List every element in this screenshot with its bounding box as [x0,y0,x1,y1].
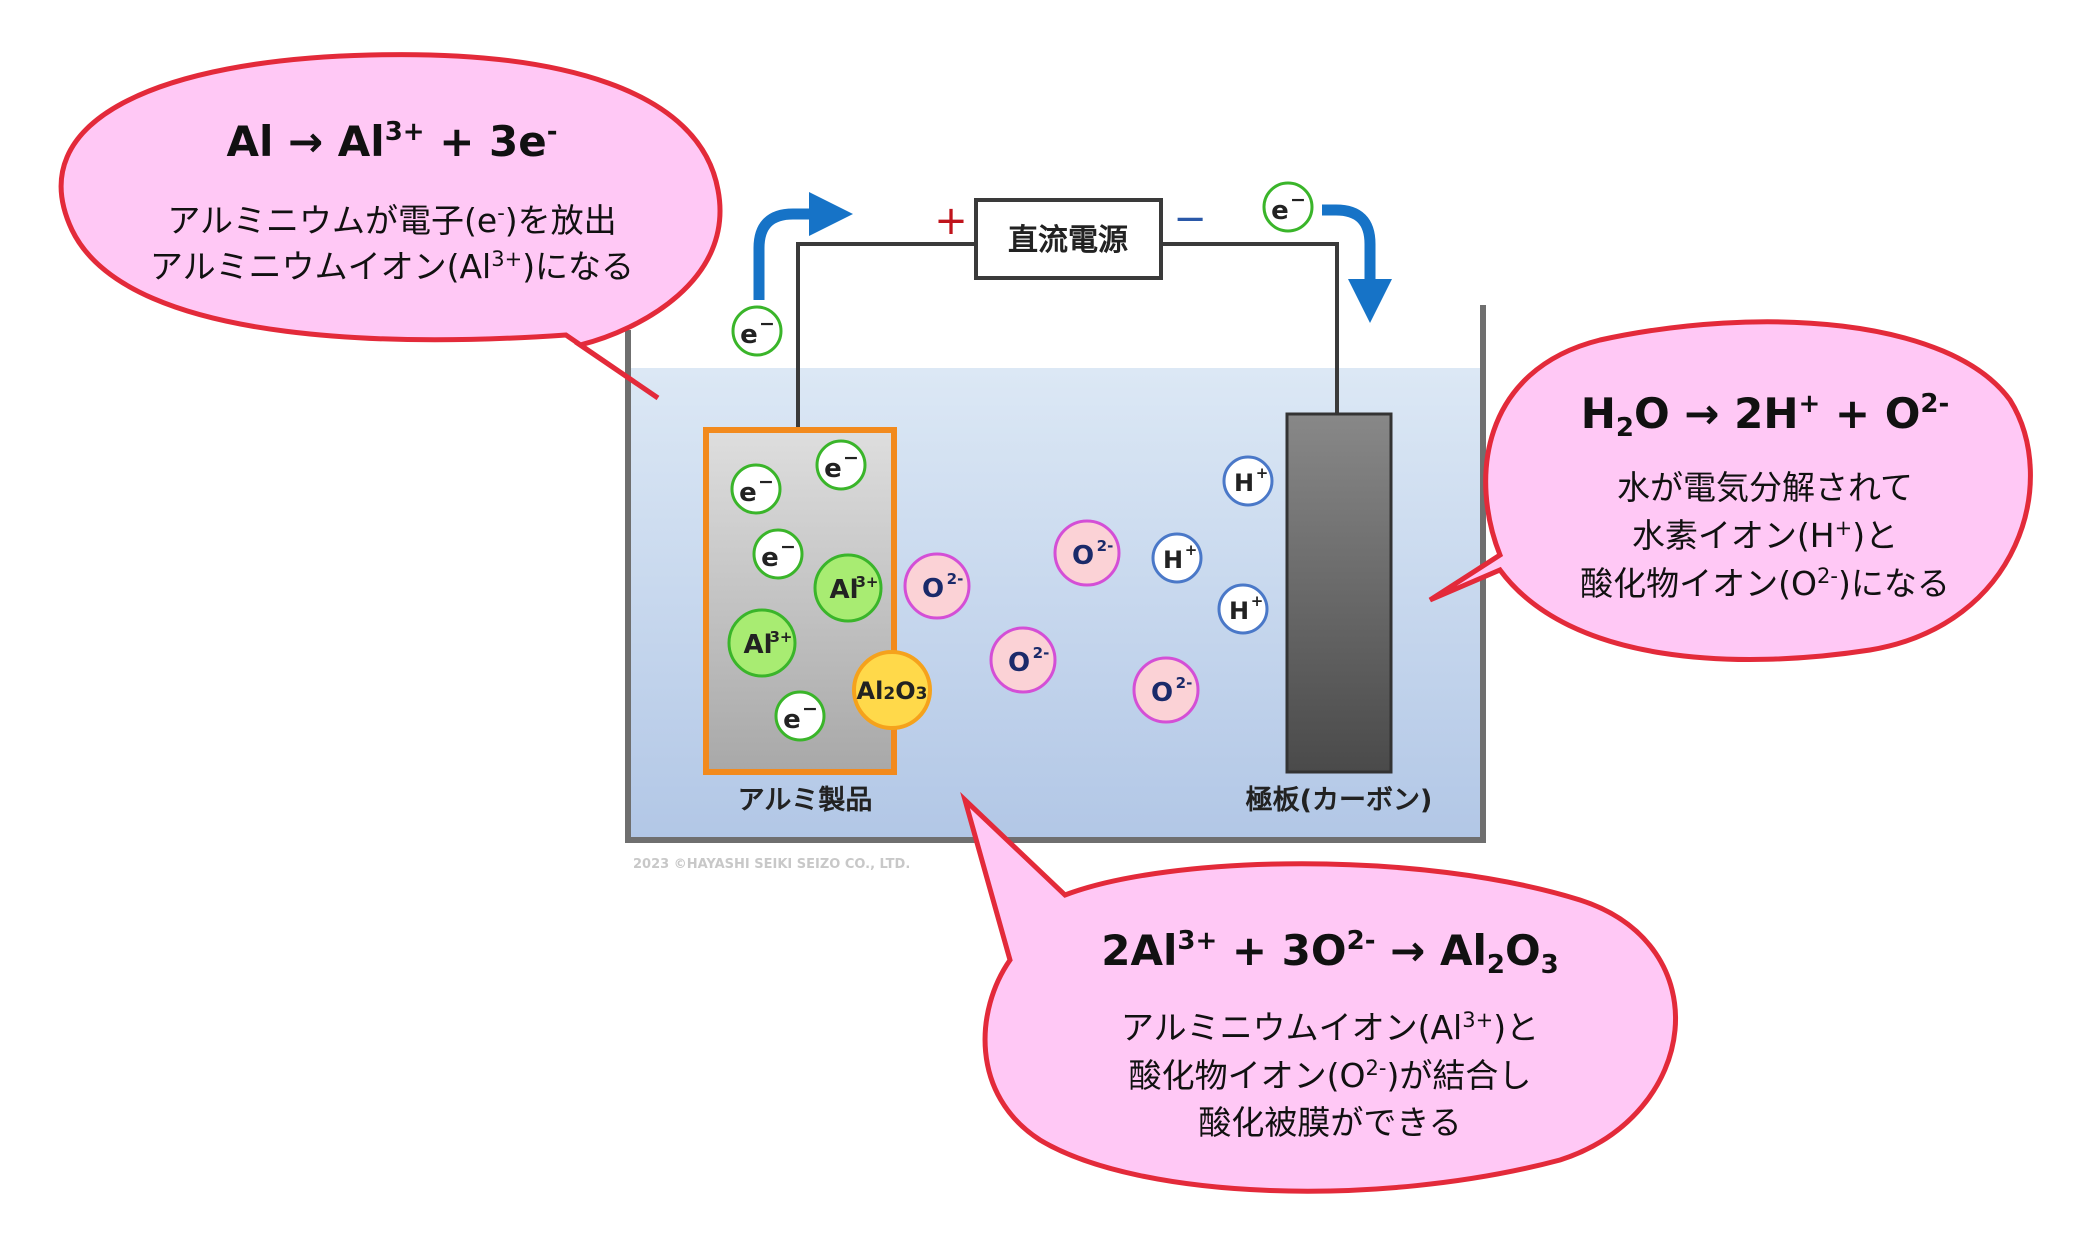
al-ion: Al 3+ [813,553,883,623]
electron: e − [730,463,782,515]
o-ion: O 2- [1132,656,1200,724]
h-ion: H + [1217,583,1269,635]
al-ion-charge: 3+ [769,628,792,646]
electron: e − [1262,181,1314,233]
power-supply-label: 直流電源 [1008,223,1128,258]
electron-charge: − [759,313,775,335]
bubble-bottom-line3: 酸化被膜ができる [1198,1103,1461,1142]
h-ion-label: H [1163,546,1183,574]
o-ion-charge: 2- [947,570,964,588]
electron-charge: − [780,536,796,558]
bubble-bottom [960,791,1678,1194]
bubble-left-line2: アルミニウムイオン(Al3+)になる [150,247,634,286]
carbon-cathode [1285,412,1393,774]
electron-charge: − [802,698,818,720]
o-ion-label: O [1072,541,1094,571]
o-ion-charge: 2- [1033,644,1050,662]
h-ion: H + [1151,532,1203,584]
electron-charge: − [843,447,859,469]
electron-charge: − [758,471,774,493]
bubble-bottom-equation: 2Al3+ + 3O2- → Al2O3 [1101,926,1559,980]
electron: e − [752,528,804,580]
anode-label: アルミ製品 [738,785,873,816]
bubble-right-equation: H2O → 2H+ + O2- [1581,389,1950,443]
o-ion-charge: 2- [1097,537,1114,555]
h-ion-charge: + [1256,464,1269,482]
al-ion-charge: 3+ [855,573,878,591]
cathode-label: 極板(カーボン) [1246,785,1433,816]
o-ion-charge: 2- [1176,674,1193,692]
electron-label: e [740,320,758,350]
electron-label: e [824,454,842,484]
electron-label: e [1271,196,1289,226]
h-ion-charge: + [1251,592,1264,610]
o-ion: O 2- [989,626,1057,694]
flow-arrow-left [753,192,853,300]
o-ion-label: O [922,574,944,604]
h-ion-label: H [1234,469,1254,497]
electron-charge: − [1290,189,1306,211]
plus-sign: + [934,198,968,244]
bubble-bottom-line2: 酸化物イオン(O2-)が結合し [1129,1056,1532,1095]
bubble-right-line1: 水が電気分解されて [1617,468,1913,507]
electron-label: e [761,543,779,573]
al-ion: Al 3+ [727,608,797,678]
wire-right [1161,242,1339,414]
o-ion: O 2- [1053,519,1121,587]
al2o3-label: Al2O3 [857,677,928,705]
minus-sign: − [1173,196,1207,242]
o-ion-label: O [1008,648,1030,678]
copyright-text: 2023 ©HAYASHI SEIKI SEIZO CO., LTD. [633,857,910,872]
electron: e − [731,305,783,357]
bubble-right-line2: 水素イオン(H+)と [1632,516,1898,555]
h-ion: H + [1222,455,1274,507]
bubble-left-equation: Al → Al3+ + 3e- [226,117,557,166]
bubble-left [58,52,723,401]
h-ion-charge: + [1185,541,1198,559]
al2o3-particle: Al2O3 [852,650,932,730]
electron-label: e [739,478,757,508]
al-ion-label: Al [743,630,772,660]
o-ion: O 2- [903,552,971,620]
bubble-right [1428,319,2033,663]
wire-left [796,242,976,428]
electron: e − [815,439,867,491]
electron: e − [774,690,826,742]
power-supply [974,198,1163,280]
electron-label: e [783,705,801,735]
h-ion-label: H [1229,597,1249,625]
bubble-left-line1: アルミニウムが電子(e-)を放出 [167,201,616,240]
al-ion-label: Al [829,575,858,605]
bubble-bottom-line1: アルミニウムイオン(Al3+)と [1121,1008,1539,1047]
o-ion-label: O [1151,678,1173,708]
bubble-right-line3: 酸化物イオン(O2-)になる [1580,564,1950,603]
flow-arrow-right [1322,204,1392,323]
